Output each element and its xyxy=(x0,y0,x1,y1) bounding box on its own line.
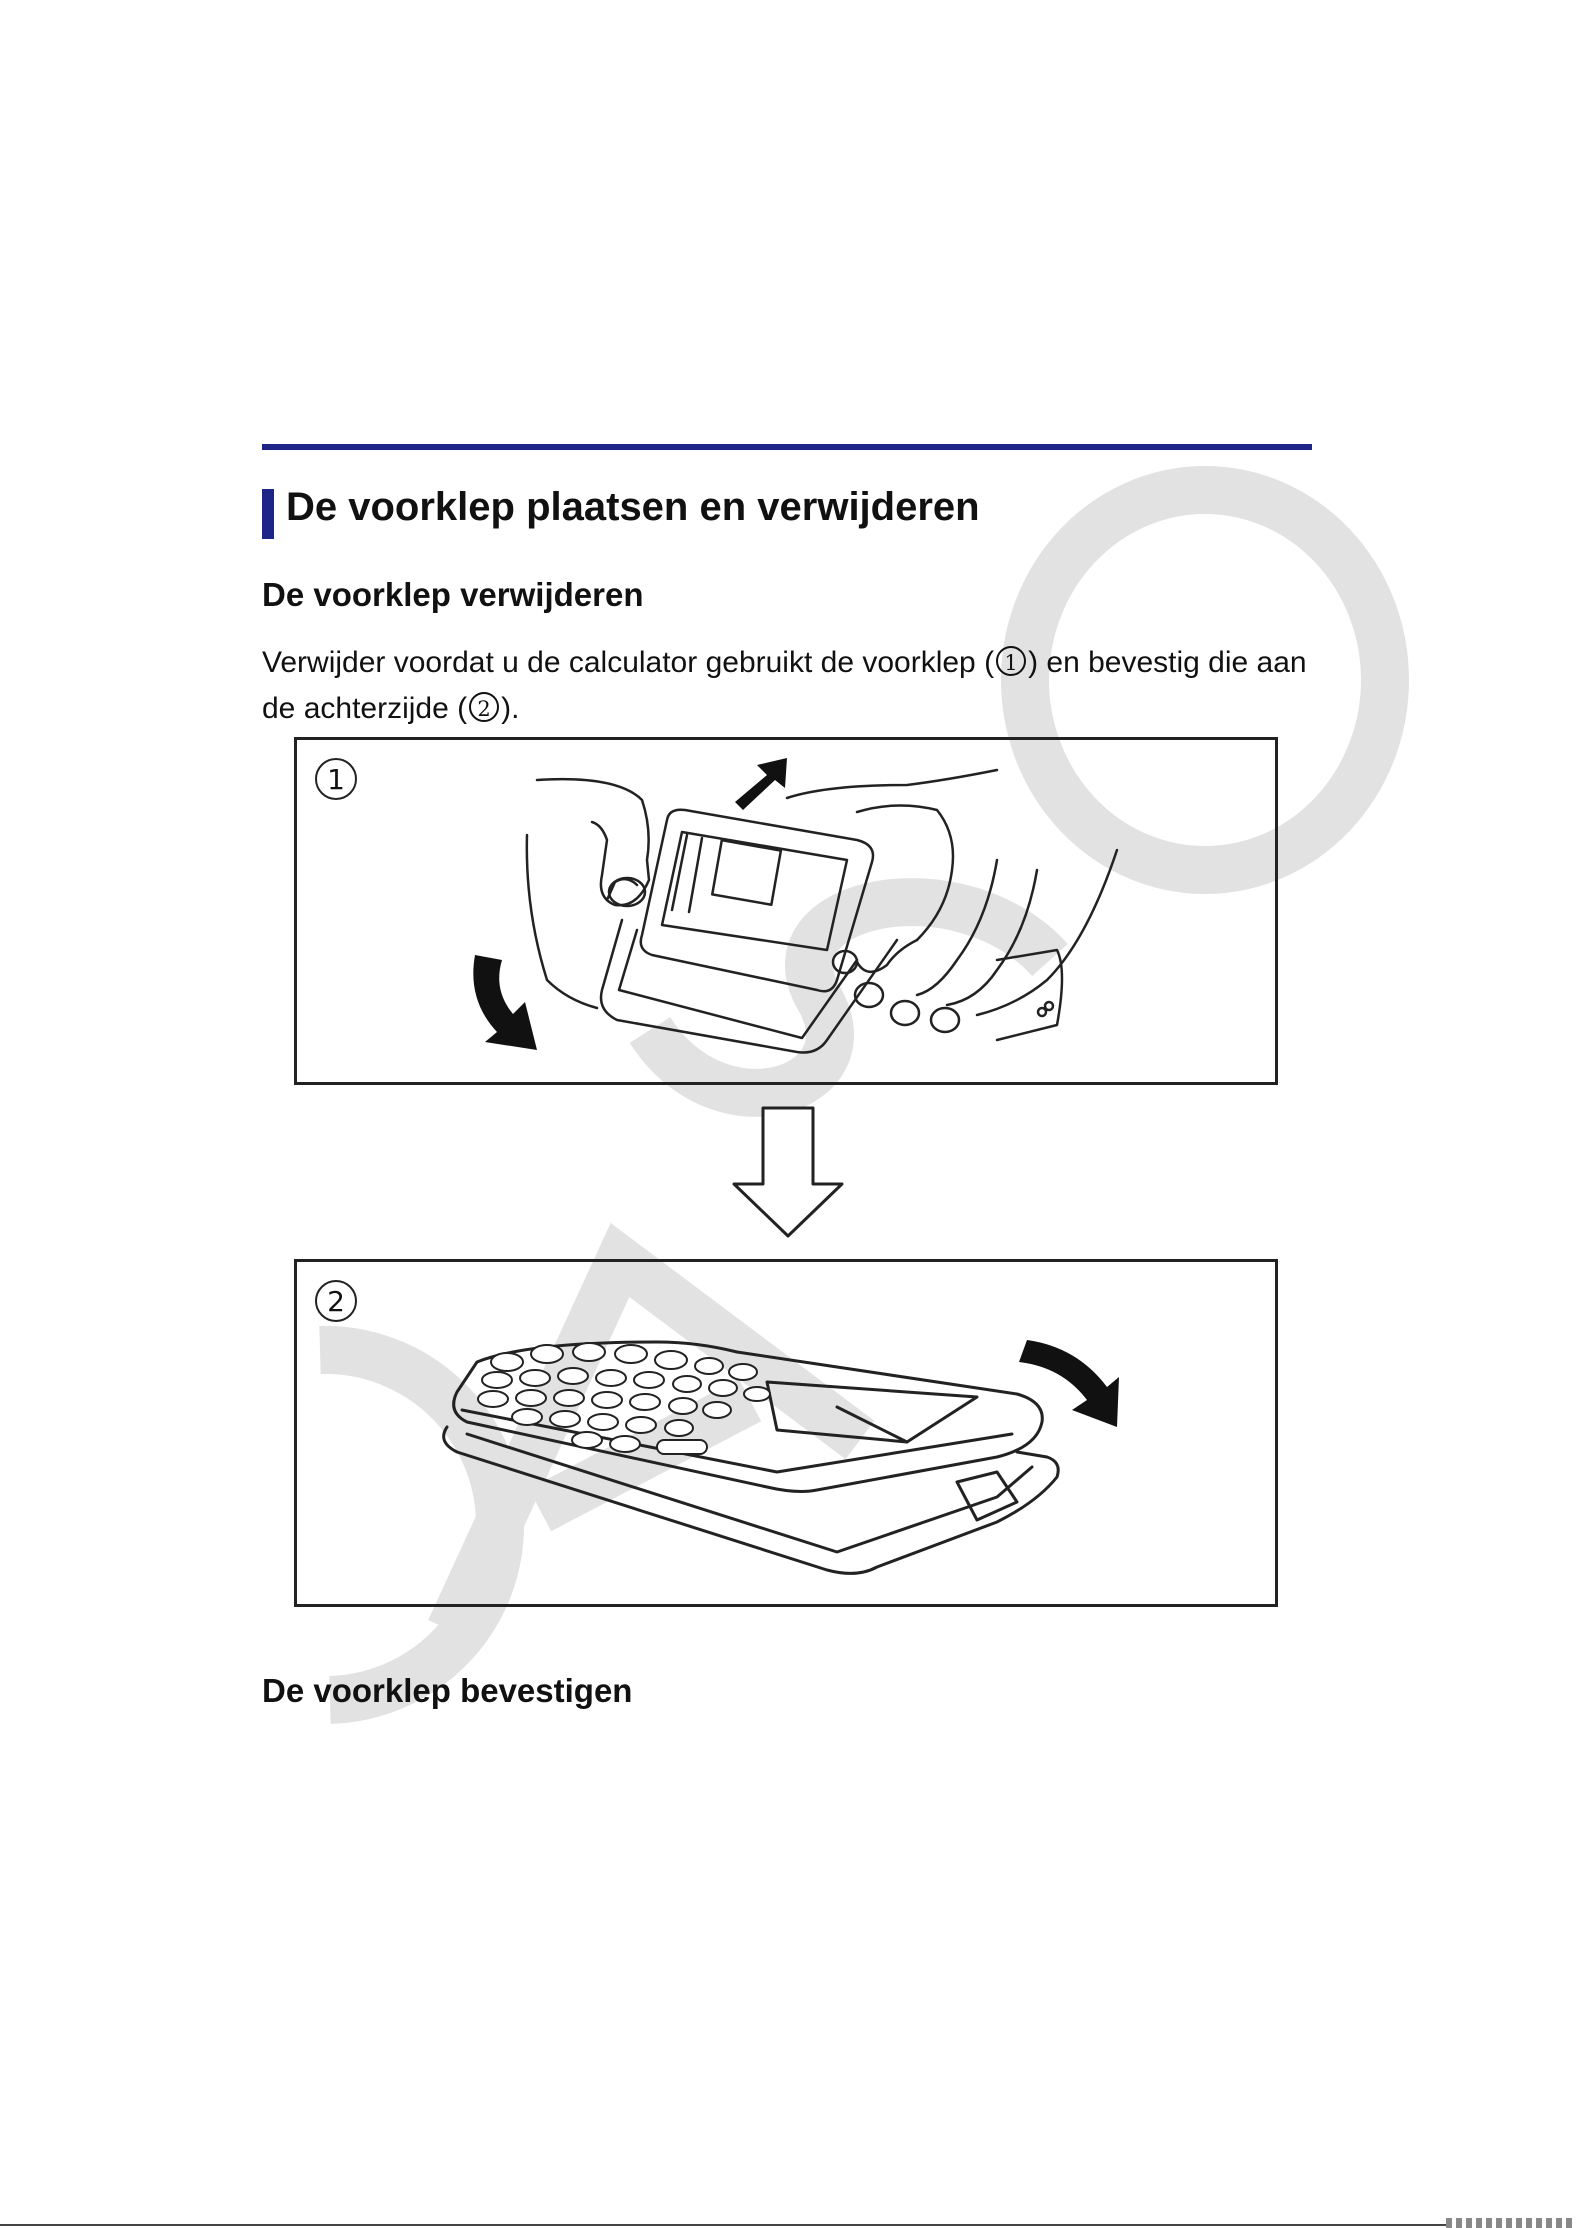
step-ref-1: 1 xyxy=(996,646,1026,676)
hands-removing-cover-illustration xyxy=(297,740,1275,1082)
instruction-text-3: ). xyxy=(501,692,519,725)
header-rule xyxy=(262,444,1312,450)
subsection-title-attach: De voorklep bevestigen xyxy=(262,1672,632,1710)
down-arrow-icon xyxy=(730,1106,846,1240)
instruction-text-1: Verwijder voordat u de calculator gebrui… xyxy=(262,646,994,679)
figure-remove-cover: 1 xyxy=(294,737,1278,1085)
calculator-on-cover-illustration xyxy=(297,1262,1275,1604)
instruction-paragraph: Verwijder voordat u de calculator gebrui… xyxy=(262,640,1322,732)
step-ref-2: 2 xyxy=(469,692,499,722)
figure-attach-cover-back: 2 xyxy=(294,1259,1278,1607)
subsection-title-remove: De voorklep verwijderen xyxy=(262,576,643,614)
page-corner-mark xyxy=(1446,2218,1576,2228)
section-title: De voorklep plaatsen en verwijderen xyxy=(286,485,980,530)
section-marker xyxy=(262,489,274,539)
page-bottom-rule xyxy=(0,2224,1576,2226)
